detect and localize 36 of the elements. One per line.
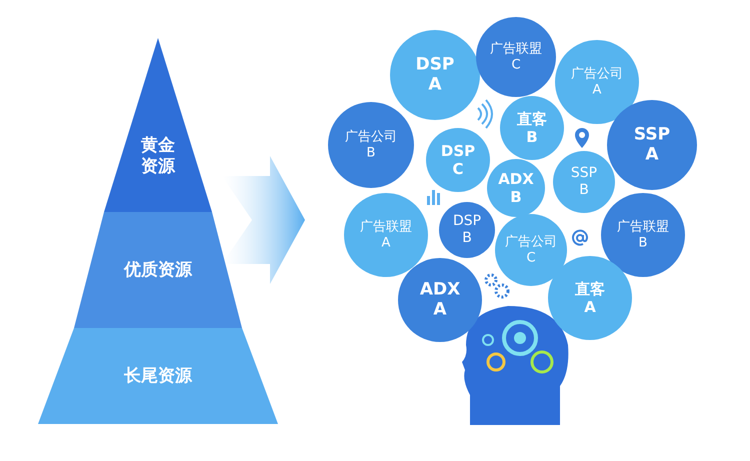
category-circle xyxy=(500,96,564,160)
node-label: SSP A xyxy=(632,124,672,166)
category-circle xyxy=(553,151,615,213)
category-circle xyxy=(439,202,495,258)
pyramid-tier xyxy=(38,328,278,424)
category-circle xyxy=(476,17,556,97)
node-label: 广告公司 B xyxy=(344,129,398,161)
node-label: SSP B xyxy=(570,165,598,199)
category-circle xyxy=(555,40,639,124)
node-label: ADX A xyxy=(419,280,461,320)
node-label: ADX B xyxy=(497,170,535,206)
node-label: 广告联盟 C xyxy=(489,41,543,73)
category-circle xyxy=(601,193,685,277)
category-circle xyxy=(426,128,490,192)
node-label: 直客 B xyxy=(516,110,548,146)
node-label: 广告联盟 A xyxy=(359,219,413,251)
category-circle xyxy=(344,193,428,277)
node-label: DSP C xyxy=(440,142,476,178)
category-circle xyxy=(607,100,697,190)
node-label: 长尾资源 xyxy=(123,366,194,386)
category-circle xyxy=(548,256,632,340)
node-label: 广告联盟 B xyxy=(616,219,670,251)
category-circle xyxy=(487,159,545,217)
category-circle xyxy=(495,214,567,286)
node-label: DSP B xyxy=(452,213,482,247)
node-label: 广告公司 A xyxy=(570,66,624,98)
pyramid-tier xyxy=(104,38,212,212)
node-label: 优质资源 xyxy=(122,260,194,280)
category-circle xyxy=(398,258,482,342)
node-label: 直客 A xyxy=(574,280,606,316)
node-label: 黄金资源 xyxy=(140,136,176,177)
node-label: 广告公司 C xyxy=(504,234,558,266)
pyramid-tier xyxy=(74,212,242,328)
node-label: DSP A xyxy=(414,54,456,96)
category-circle xyxy=(390,30,480,120)
category-circle xyxy=(328,102,414,188)
